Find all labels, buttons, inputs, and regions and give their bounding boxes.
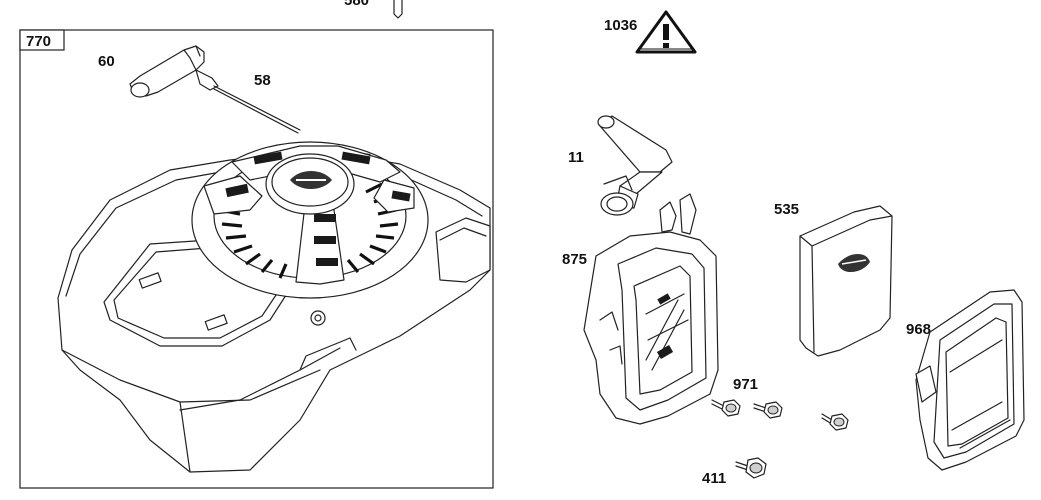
screw-971-b xyxy=(753,401,783,419)
part-label-411: 411 xyxy=(702,470,726,487)
screw-971-c xyxy=(821,413,849,431)
part-label-535: 535 xyxy=(774,201,799,218)
assembly-box-tag xyxy=(19,29,65,51)
air-filter-535 xyxy=(799,205,893,357)
part-label-partial-top: 580 xyxy=(344,0,369,9)
screw-411 xyxy=(735,457,767,479)
screw-971-a xyxy=(711,399,741,417)
partial-bolt-top xyxy=(393,0,403,19)
breather-tube-11 xyxy=(597,115,673,216)
recoil-starter xyxy=(191,141,429,299)
starter-handle-60 xyxy=(129,45,219,98)
part-label-11: 11 xyxy=(568,149,584,166)
part-label-1036: 1036 xyxy=(604,17,637,34)
filter-cover-968 xyxy=(915,289,1025,471)
warning-triangle-icon xyxy=(635,10,697,54)
assembly-box-770 xyxy=(19,29,494,489)
part-label-770: 770 xyxy=(26,33,51,50)
starter-rope-58 xyxy=(213,85,301,134)
part-label-968: 968 xyxy=(906,321,931,338)
filter-base-875 xyxy=(583,193,719,425)
part-label-971: 971 xyxy=(733,376,758,393)
part-label-60: 60 xyxy=(98,53,115,70)
part-label-58: 58 xyxy=(254,72,271,89)
part-label-875: 875 xyxy=(562,251,587,268)
